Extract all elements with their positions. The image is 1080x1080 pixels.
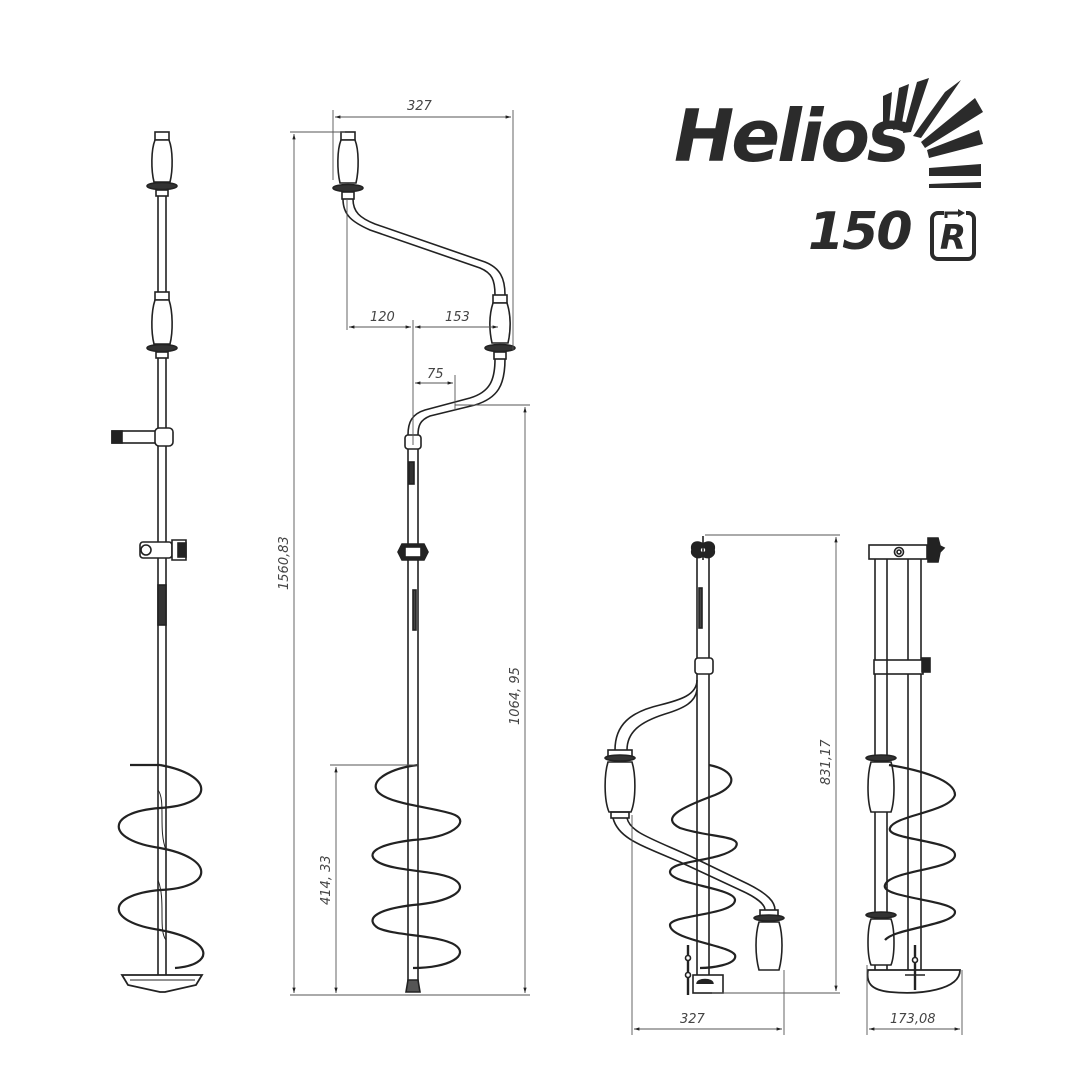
folded-dimension-lines [631, 534, 963, 1035]
rotation-badge: R [930, 209, 976, 261]
badge-letter: R [939, 218, 967, 258]
dim-top-width: 327 [407, 99, 433, 114]
brand-logo: Helios 150 R [668, 78, 998, 278]
dim-folded-width: 327 [680, 1012, 706, 1027]
sun-rays-icon [883, 78, 983, 188]
dim-lower-height: 1064, 95 [508, 667, 523, 725]
dim-offset-left: 120 [370, 310, 395, 325]
brand-model: 150 [808, 202, 913, 262]
dim-total-height: 1560,83 [277, 536, 292, 590]
dim-offset-small: 75 [427, 367, 444, 382]
dim-auger-length: 414, 33 [319, 855, 334, 905]
front-view [332, 131, 516, 993]
folded-side-view [865, 537, 961, 994]
folded-front-view [604, 536, 785, 995]
dim-offset-right: 153 [445, 310, 470, 325]
dimension-lines [290, 110, 530, 996]
rotation-arrow-icon [944, 209, 966, 219]
dim-folded-depth: 173,08 [890, 1012, 936, 1027]
side-view [111, 131, 205, 993]
brand-name: Helios [674, 94, 910, 178]
dim-folded-height: 831,17 [819, 739, 834, 785]
